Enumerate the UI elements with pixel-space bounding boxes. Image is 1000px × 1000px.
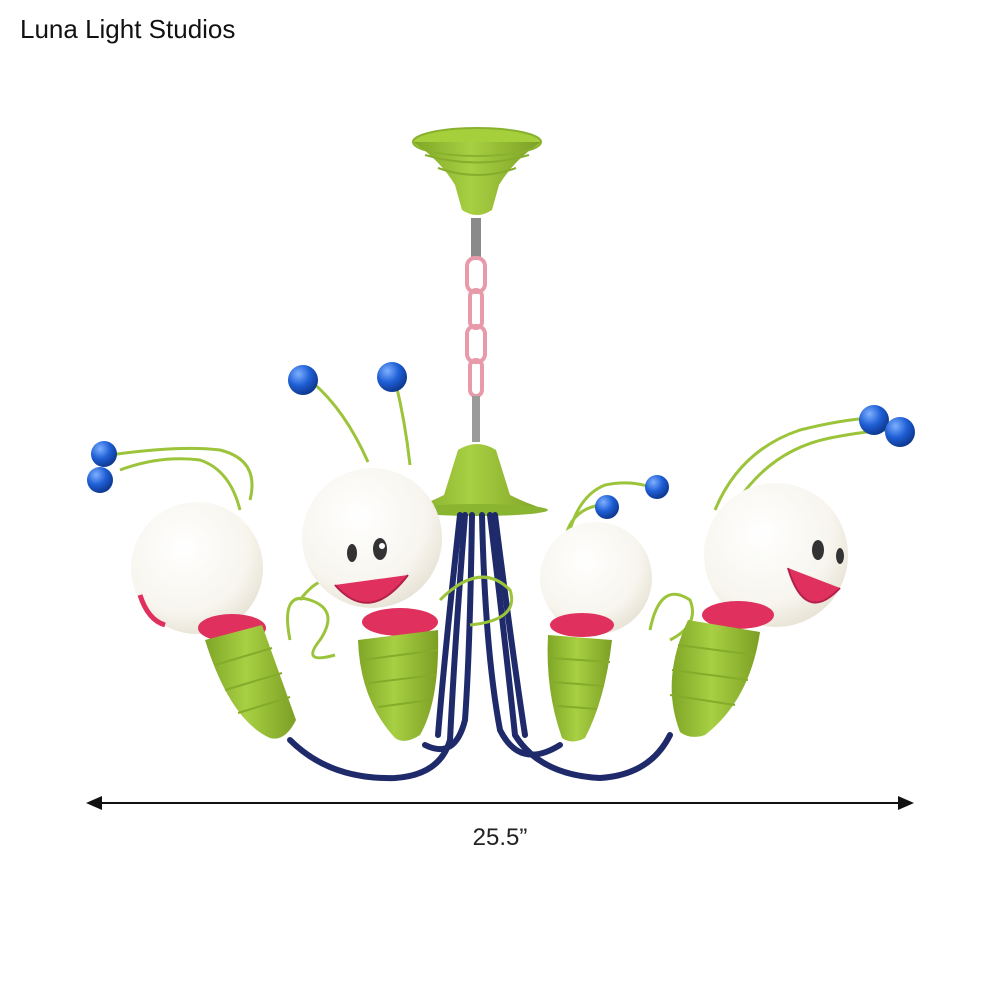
ceiling-canopy	[412, 127, 542, 215]
bee-light-3	[540, 475, 669, 742]
bee-light-4	[669, 405, 915, 737]
dimension-arrow	[86, 796, 914, 810]
dimension-label: 25.5”	[472, 824, 528, 851]
bee-light-2	[288, 362, 442, 741]
center-hub	[406, 444, 548, 516]
bee-light-1	[87, 441, 296, 739]
hanging-chain	[465, 218, 487, 442]
brand-name: Luna Light Studios	[20, 14, 236, 44]
chandelier-arms	[287, 512, 673, 782]
